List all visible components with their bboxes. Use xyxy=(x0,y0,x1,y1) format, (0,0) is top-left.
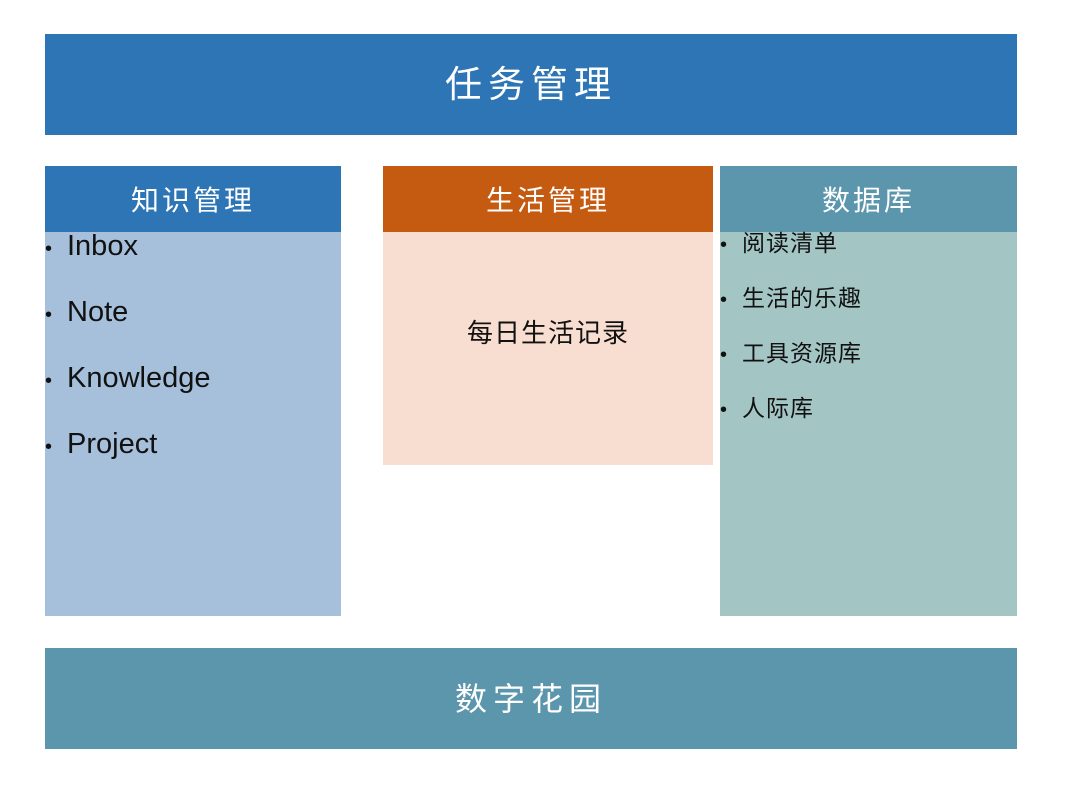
list-item: • 人际库 xyxy=(720,395,1017,421)
list-item: • Note xyxy=(45,298,341,327)
column-database-header: 数据库 xyxy=(720,166,1017,232)
bullet-icon: • xyxy=(720,344,728,366)
database-item-list: • 阅读清单 • 生活的乐趣 • 工具资源库 • 人际库 xyxy=(720,230,1017,421)
list-item-label: Knowledge xyxy=(67,362,211,394)
column-database: 数据库 • 阅读清单 • 生活的乐趣 • 工具资源库 • 人际库 xyxy=(720,166,1017,616)
bullet-icon: • xyxy=(45,238,53,260)
list-item-label: 工具资源库 xyxy=(742,340,862,366)
column-knowledge-header-label: 知识管理 xyxy=(130,185,255,216)
bottom-banner: 数字花园 xyxy=(45,648,1017,749)
list-item-label: 人际库 xyxy=(742,395,814,421)
list-item-label: Project xyxy=(67,428,158,460)
bullet-icon: • xyxy=(720,234,728,256)
bottom-banner-label: 数字花园 xyxy=(454,680,607,717)
column-knowledge-header: 知识管理 xyxy=(45,166,341,232)
bullet-icon: • xyxy=(720,399,728,421)
list-item-label: 生活的乐趣 xyxy=(742,285,862,311)
column-life-header-label: 生活管理 xyxy=(485,185,610,216)
bullet-icon: • xyxy=(45,436,53,458)
list-item-label: 阅读清单 xyxy=(742,230,838,256)
column-knowledge-body: • Inbox • Note • Knowledge • Project xyxy=(45,232,341,616)
column-knowledge-management: 知识管理 • Inbox • Note • Knowledge • Projec xyxy=(45,166,341,616)
column-life-header: 生活管理 xyxy=(383,166,713,232)
list-item: • Project xyxy=(45,430,341,459)
list-item: • 生活的乐趣 xyxy=(720,285,1017,311)
list-item: • 阅读清单 xyxy=(720,230,1017,256)
column-life-body: 每日生活记录 xyxy=(383,232,713,465)
knowledge-item-list: • Inbox • Note • Knowledge • Project xyxy=(45,232,341,459)
column-life-management: 生活管理 每日生活记录 xyxy=(383,166,713,465)
bullet-icon: • xyxy=(720,289,728,311)
list-item-label: Inbox xyxy=(67,230,138,262)
list-item-label: Note xyxy=(67,296,129,328)
top-banner-label: 任务管理 xyxy=(445,64,617,105)
column-database-header-label: 数据库 xyxy=(821,185,915,216)
list-item: • Knowledge xyxy=(45,364,341,393)
list-item: • 工具资源库 xyxy=(720,340,1017,366)
top-banner: 任务管理 xyxy=(45,34,1017,135)
column-database-body: • 阅读清单 • 生活的乐趣 • 工具资源库 • 人际库 xyxy=(720,232,1017,616)
life-body-label: 每日生活记录 xyxy=(466,318,629,348)
list-item: • Inbox xyxy=(45,232,341,261)
bullet-icon: • xyxy=(45,370,53,392)
bullet-icon: • xyxy=(45,304,53,326)
